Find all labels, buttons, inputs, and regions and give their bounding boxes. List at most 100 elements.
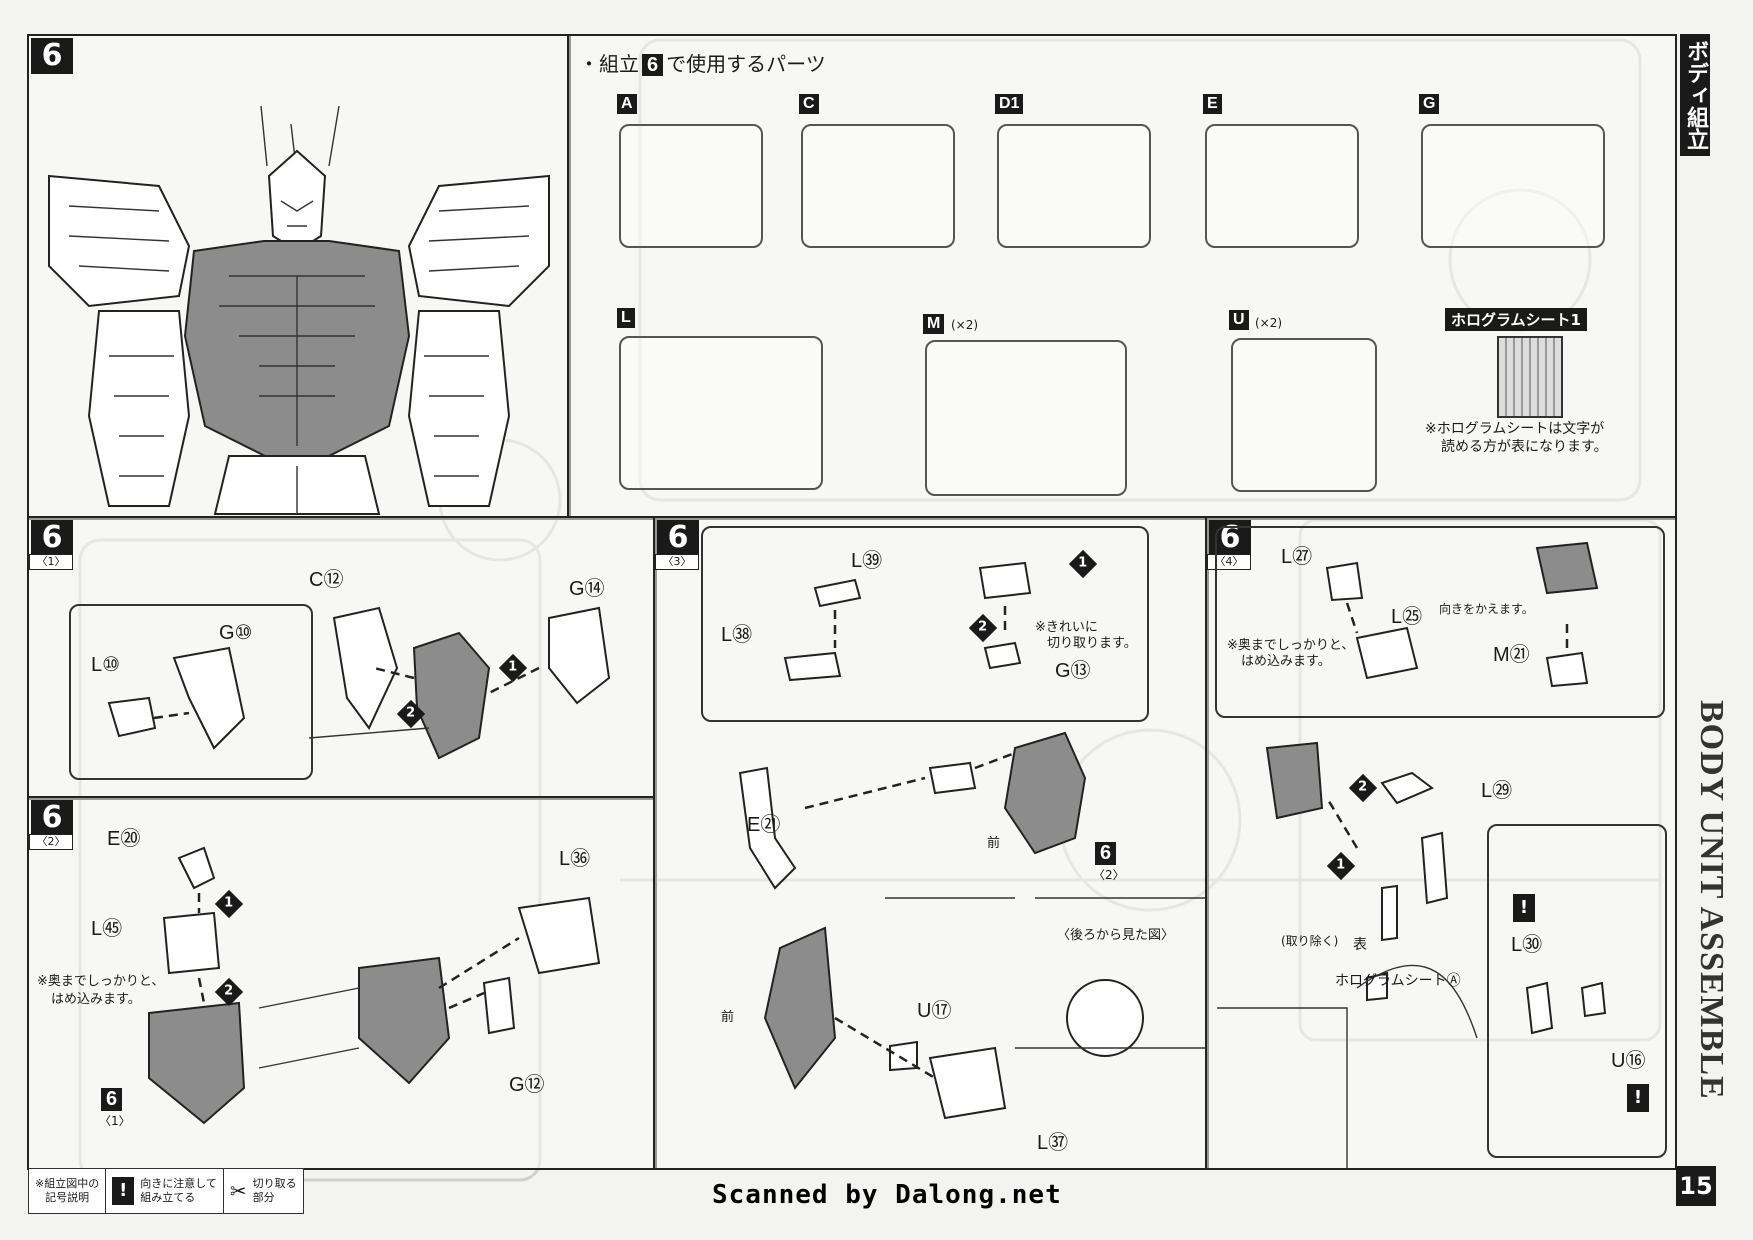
label-l27: L㉗ <box>1281 546 1313 568</box>
substep-6-4-note-2: はめ込みます。 <box>1241 654 1331 669</box>
runner-letter-c: C <box>799 94 819 114</box>
label-l25: L㉕ <box>1391 606 1423 628</box>
runner-letter-u: U <box>1229 310 1249 330</box>
label-l29: L㉙ <box>1481 780 1513 802</box>
label-l37: L㊲ <box>1037 1132 1069 1154</box>
legend-cut-2: 部分 <box>252 1191 275 1204</box>
scanner-watermark: Scanned by Dalong.net <box>712 1180 1062 1210</box>
label-l30: L㉚ <box>1511 934 1543 956</box>
runner-e <box>1205 124 1359 248</box>
label-l40: L⑩ <box>91 654 121 676</box>
hologram-sheet-title: ホログラムシート1 <box>1445 308 1587 331</box>
hologram-note-2: 読める方が表になります。 <box>1441 439 1608 455</box>
substep-6-1-sub: 〈1〉 <box>29 554 73 570</box>
parts-header-step-badge: 6 <box>642 54 664 76</box>
substep-6-4-inset <box>1215 526 1665 718</box>
caution-icon: ! <box>1513 894 1535 922</box>
label-e20: E⑳ <box>107 828 141 850</box>
substep-6-2-sub: 〈2〉 <box>29 834 73 850</box>
step-number: 6 <box>31 38 73 74</box>
parts-header-suffix: で使用するパーツ <box>666 54 826 76</box>
runner-letter-d1: D1 <box>995 94 1024 114</box>
parts-header-bullet: ・ <box>579 54 599 76</box>
page-number: 15 <box>1676 1166 1716 1206</box>
substep-6-1-number: 6 <box>31 520 73 556</box>
runner-letter-a: A <box>617 94 637 114</box>
legend-title: ※組立図中の 記号説明 <box>29 1169 107 1213</box>
substep-6-3-note-2: 切り取ります。 <box>1047 636 1137 651</box>
legend-title-2: 記号説明 <box>45 1191 90 1204</box>
substep-6-4-note-1: ※奥までしっかりと、 <box>1227 638 1355 653</box>
runner-m <box>925 340 1127 496</box>
substep-6-3-ref-sub: 〈2〉 <box>1093 868 1125 882</box>
substep-6-2-ref: 6 <box>101 1088 123 1111</box>
runner-letter-l: L <box>617 308 635 328</box>
parts-header-prefix: 組立 <box>599 54 639 76</box>
substep-6-4-hologram-a: ホログラムシートⒶ <box>1335 973 1461 989</box>
runner-u-mult: (×2) <box>1255 316 1283 330</box>
substep-6-2-ref-sub: 〈1〉 <box>99 1114 131 1128</box>
substep-6-3-number: 6 <box>657 520 699 556</box>
substep-6-4-remove: (取り除く) <box>1281 934 1339 948</box>
hologram-sheet-thumbnail <box>1497 336 1563 418</box>
substep-6-4-turn: 向きをかえます。 <box>1439 602 1534 616</box>
substep-6-2-number: 6 <box>31 800 73 836</box>
substep-6-3-sub: 〈3〉 <box>655 554 699 570</box>
substep-6-3-front-2: 前 <box>721 1010 735 1025</box>
symbol-legend: ※組立図中の 記号説明 ! 向きに注意して 組み立てる ✂ 切り取る 部分 <box>28 1168 304 1214</box>
substep-6-1-illustration <box>107 606 611 760</box>
label-e21: E㉑ <box>747 814 781 836</box>
runner-d1 <box>997 124 1151 248</box>
section-title-jp-text: ボディ組立 <box>1683 40 1708 150</box>
substep-6-4-panel: 6 〈4〉 L㉗ L㉕ M㉑ L㉙ L㉚ U⑯ ※奥までしっかりと、 <box>1205 516 1677 1170</box>
caution-icon: ! <box>112 1177 135 1205</box>
runner-m-mult: (×2) <box>951 318 979 332</box>
label-g10: G⑩ <box>219 622 253 644</box>
substep-6-3-illustration <box>738 561 1207 1120</box>
label-m21: M㉑ <box>1493 644 1530 666</box>
nipper-icon: ✂ <box>229 1179 247 1203</box>
legend-cut: ✂ 切り取る 部分 <box>224 1169 303 1213</box>
section-title-en: BODY UNIT ASSEMBLE <box>1693 700 1730 1100</box>
label-g12: G⑫ <box>509 1074 545 1096</box>
label-g14: G⑭ <box>569 578 605 600</box>
substep-6-2-note-1: ※奥までしっかりと、 <box>37 974 165 989</box>
label-l45: L㊺ <box>91 918 123 940</box>
runner-letter-m: M <box>923 314 945 334</box>
substep-6-3-front-1: 前 <box>987 836 1001 851</box>
substep-6-4-illustration <box>1217 541 1607 1168</box>
substep-6-4-sub: 〈4〉 <box>1207 554 1251 570</box>
label-l36: L㊱ <box>559 848 591 870</box>
caution-icon: ! <box>1627 1084 1649 1112</box>
gundam-upper-body-illustration <box>48 105 550 515</box>
label-l38: L㊳ <box>721 624 753 646</box>
label-u17: U⑰ <box>917 1000 952 1022</box>
substep-6-2-illustration <box>148 846 601 1125</box>
step-6-main-panel: 6 <box>27 34 571 520</box>
runner-u <box>1231 338 1377 492</box>
runner-a <box>619 124 763 248</box>
hologram-note-1: ※ホログラムシートは文字が <box>1425 421 1605 437</box>
legend-title-1: ※組立図中の <box>35 1177 100 1190</box>
substep-6-4-side-inset <box>1487 824 1667 1158</box>
right-sidebar <box>1677 0 1753 1240</box>
label-u16: U⑯ <box>1611 1050 1646 1072</box>
substep-6-4-face: 表 <box>1353 937 1367 953</box>
runner-g <box>1421 124 1605 248</box>
legend-caution-2: 組み立てる <box>140 1191 196 1204</box>
substep-6-2-note-2: はめ込みます。 <box>51 992 141 1007</box>
runner-l <box>619 336 823 490</box>
substep-6-2-panel: 6 〈2〉 E⑳ L㊺ L㊱ G⑫ ※奥までしっかりと、 はめ込みます。 6 〈… <box>27 796 657 1170</box>
label-g13: G⑬ <box>1055 660 1091 682</box>
legend-cut-1: 切り取る <box>252 1177 297 1190</box>
label-c12: C⑫ <box>309 569 344 591</box>
substep-6-3-note-1: ※きれいに <box>1035 620 1098 635</box>
legend-caution: ! 向きに注意して 組み立てる <box>106 1169 224 1213</box>
legend-caution-1: 向きに注意して <box>140 1177 217 1190</box>
substep-6-1-panel: 6 〈1〉 C⑫ G⑭ G⑩ L⑩ 1 2 <box>27 516 657 800</box>
substep-6-3-inset <box>701 526 1149 722</box>
section-title-jp: ボディ組立 <box>1680 34 1710 156</box>
